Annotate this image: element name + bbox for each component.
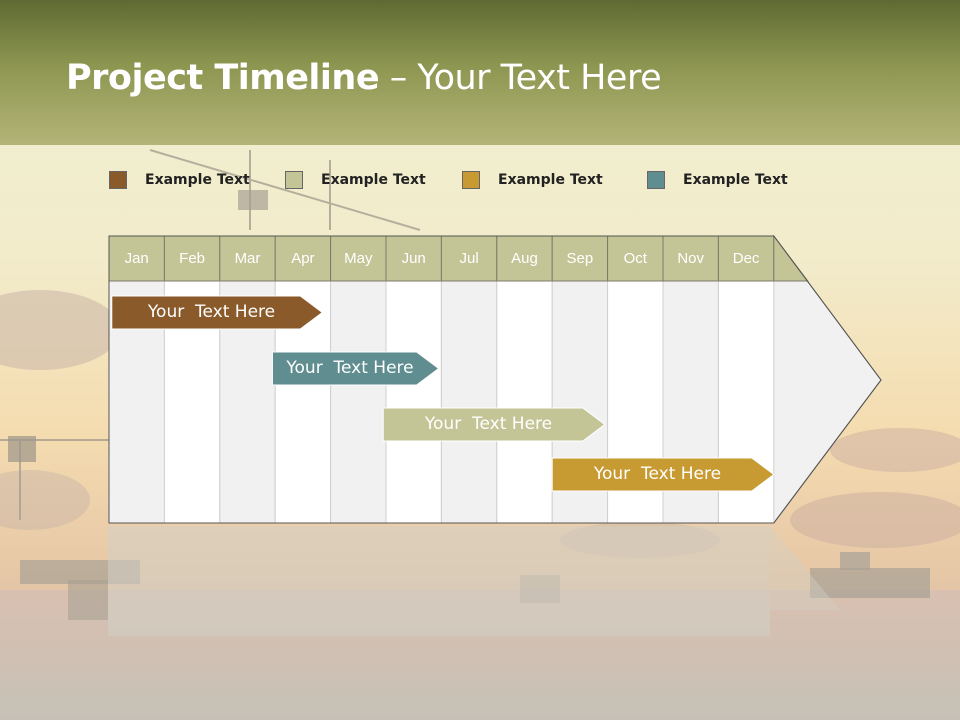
title-rest: – Your Text Here — [379, 58, 662, 98]
month-label: Dec — [732, 250, 760, 267]
month-header-cell — [274, 235, 332, 282]
legend-swatch — [285, 171, 303, 189]
month-column — [330, 280, 387, 524]
month-header-cell — [108, 235, 165, 282]
title-bold: Project Timeline — [66, 58, 380, 98]
legend-item: Example Text — [647, 170, 788, 190]
month-label: Jun — [401, 250, 426, 267]
task-label: Your Text Here — [147, 302, 276, 322]
month-label: Feb — [179, 250, 206, 267]
month-label: Jan — [124, 250, 149, 267]
legend-label: Example Text — [145, 172, 250, 188]
task-bar — [551, 457, 775, 492]
task-label: Your Text Here — [424, 414, 553, 434]
task-bar — [271, 351, 440, 386]
legend-swatch — [647, 171, 665, 189]
month-label: Sep — [566, 250, 594, 267]
month-label: Mar — [234, 250, 261, 267]
month-column — [440, 280, 498, 524]
task-label: Your Text Here — [286, 358, 414, 378]
month-header-cell — [219, 235, 276, 282]
month-header-cell — [385, 235, 442, 282]
title-bar — [0, 0, 960, 145]
legend-swatch — [462, 171, 480, 189]
legend-label: Example Text — [498, 172, 603, 188]
task-bar — [111, 295, 324, 330]
month-column — [385, 280, 442, 524]
month-column — [496, 280, 553, 524]
task-bar — [382, 407, 606, 442]
legend-item: Example Text — [462, 170, 603, 190]
legend-swatch — [109, 171, 127, 189]
legend-label: Example Text — [321, 172, 426, 188]
task-label: Your Text Here — [593, 464, 722, 484]
month-label: Oct — [623, 250, 647, 267]
legend-item: Example Text — [285, 170, 426, 190]
month-label: Nov — [677, 250, 705, 267]
month-label: May — [344, 250, 373, 267]
month-label: Apr — [291, 250, 315, 267]
timeline-outline — [108, 235, 882, 524]
legend-item: Example Text — [109, 170, 250, 190]
month-label: Jul — [459, 250, 479, 267]
legend-label: Example Text — [683, 172, 788, 188]
month-label: Aug — [511, 250, 538, 267]
page-title: Project Timeline – Your Text Here — [66, 58, 662, 98]
